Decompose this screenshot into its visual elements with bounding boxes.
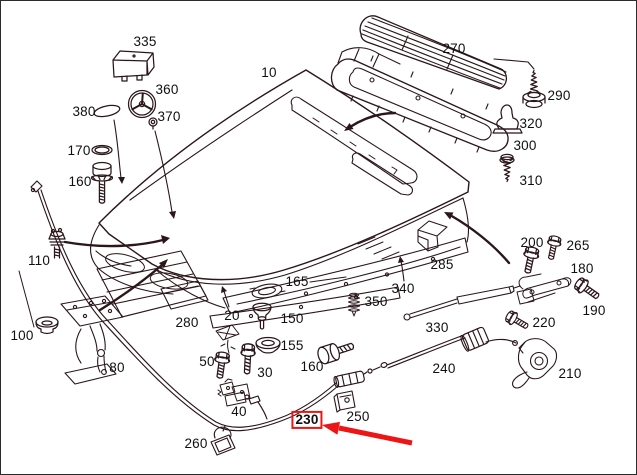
callout-300[interactable]: 300 (513, 137, 537, 153)
callout-250[interactable]: 250 (346, 408, 370, 424)
callout-290[interactable]: 290 (547, 87, 571, 103)
callout-100[interactable]: 100 (10, 327, 34, 343)
gasket-pad-drawing (93, 104, 121, 118)
callout-330[interactable]: 330 (425, 319, 449, 335)
callout-165[interactable]: 165 (285, 273, 309, 289)
leader-arrows (63, 111, 511, 312)
callout-180[interactable]: 180 (570, 260, 594, 276)
release-cable-drawing (30, 180, 518, 432)
callout-160[interactable]: 160 (68, 173, 92, 189)
callout-285[interactable]: 285 (430, 256, 454, 272)
star-emblem-drawing (127, 89, 157, 119)
callout-110[interactable]: 110 (27, 252, 51, 268)
clip320-drawing (492, 104, 523, 134)
callout-30[interactable]: 30 (257, 364, 273, 380)
latch-drawing (217, 378, 251, 407)
callout-230[interactable]: 230 (291, 410, 323, 430)
grommet-nut-drawing (18, 270, 59, 335)
callout-335[interactable]: 335 (133, 33, 157, 49)
callout-320[interactable]: 320 (519, 115, 543, 131)
callout-380[interactable]: 380 (72, 103, 96, 119)
callout-220[interactable]: 220 (532, 314, 556, 330)
rubber-block-drawing (417, 220, 448, 252)
sealing-ring-drawing (91, 144, 113, 156)
bracket-box-drawing (112, 50, 155, 82)
clip20-drawing (215, 324, 240, 354)
callout-270[interactable]: 270 (442, 40, 466, 56)
callout-340[interactable]: 340 (391, 280, 415, 296)
plug-pin-drawing (90, 161, 114, 204)
callout-160[interactable]: 160 (300, 358, 324, 374)
nozzle-drawing (48, 227, 66, 259)
release-handle-drawing (512, 338, 558, 389)
callout-10[interactable]: 10 (261, 64, 277, 80)
callout-50[interactable]: 50 (199, 353, 215, 369)
roller-bolt-drawing (317, 342, 355, 365)
callout-370[interactable]: 370 (157, 108, 181, 124)
callout-80[interactable]: 80 (109, 359, 125, 375)
hinge-link-drawing (516, 273, 572, 305)
callout-265[interactable]: 265 (566, 237, 590, 253)
grommet155-drawing (255, 336, 281, 354)
highlight-annotation (322, 421, 413, 446)
callout-20[interactable]: 20 (224, 307, 240, 323)
gas-strut-drawing (403, 285, 521, 321)
diagram-lineart (18, 15, 604, 456)
callout-155[interactable]: 155 (280, 337, 304, 353)
callout-40[interactable]: 40 (231, 403, 247, 419)
callout-150[interactable]: 150 (280, 310, 304, 326)
callout-240[interactable]: 240 (432, 360, 456, 376)
highlight-arrow-head (322, 421, 340, 435)
spring-drawing (348, 292, 360, 317)
callout-260[interactable]: 260 (184, 435, 208, 451)
inner-panel-drawing (209, 237, 469, 329)
callout-350[interactable]: 350 (364, 293, 388, 309)
callout-210[interactable]: 210 (558, 365, 582, 381)
callout-360[interactable]: 360 (155, 81, 179, 97)
callout-200[interactable]: 200 (520, 234, 544, 250)
callout-170[interactable]: 170 (67, 142, 91, 158)
cable-clamp-drawing (333, 390, 356, 413)
callout-280[interactable]: 280 (175, 314, 199, 330)
grille-frame-drawing (330, 47, 535, 153)
callout-190[interactable]: 190 (582, 302, 606, 318)
hood-panel-drawing (90, 69, 470, 309)
callout-310[interactable]: 310 (519, 172, 543, 188)
screw290-drawing (522, 69, 546, 109)
grille-drawing (359, 15, 508, 90)
highlight-arrow-shaft (338, 425, 413, 446)
buffer-pin-drawing (252, 302, 272, 330)
small-grommet-drawing (148, 117, 158, 130)
